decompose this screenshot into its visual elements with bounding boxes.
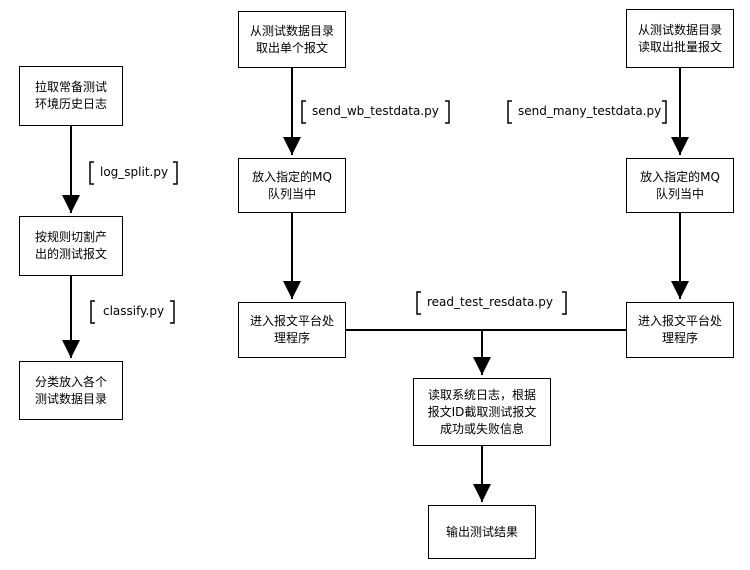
bracket-send-wb-right — [445, 100, 450, 124]
bracket-send-many-right — [662, 100, 667, 124]
annotation-send-many: send_many_testdata.py — [518, 104, 662, 118]
annotation-classify: classify.py — [103, 304, 165, 318]
bracket-read-test-left — [416, 291, 421, 315]
node-single-from-dir: 从测试数据目录 取出单个报文 — [238, 11, 346, 68]
bracket-classify-right — [170, 300, 175, 324]
bracket-read-test-right — [562, 291, 567, 315]
node-mq-right: 放入指定的MQ 队列当中 — [626, 158, 734, 213]
bracket-classify-left — [90, 300, 95, 324]
node-platform-left: 进入报文平台处 理程序 — [238, 302, 346, 358]
annotation-send-wb: send_wb_testdata.py — [312, 104, 439, 118]
node-platform-right: 进入报文平台处 理程序 — [626, 302, 734, 358]
bracket-log-split-left — [89, 161, 94, 185]
node-split-messages: 按规则切割产 出的测试报文 — [19, 216, 123, 276]
annotation-log-split: log_split.py — [100, 165, 169, 179]
node-read-system-log: 读取系统日志，根据 报文ID截取测试报文 成功或失败信息 — [413, 378, 551, 446]
node-output-results: 输出测试结果 — [428, 505, 536, 559]
node-classify-to-dirs: 分类放入各个 测试数据目录 — [19, 361, 123, 420]
node-batch-from-dir: 从测试数据目录 读取出批量报文 — [626, 9, 734, 68]
node-mq-left: 放入指定的MQ 队列当中 — [238, 158, 346, 213]
bracket-log-split-right — [173, 161, 178, 185]
bracket-send-wb-left — [301, 100, 306, 124]
bracket-send-many-left — [507, 100, 512, 124]
annotation-read-test: read_test_resdata.py — [427, 295, 553, 309]
node-get-history-log: 拉取常备测试 环境历史日志 — [19, 66, 123, 126]
